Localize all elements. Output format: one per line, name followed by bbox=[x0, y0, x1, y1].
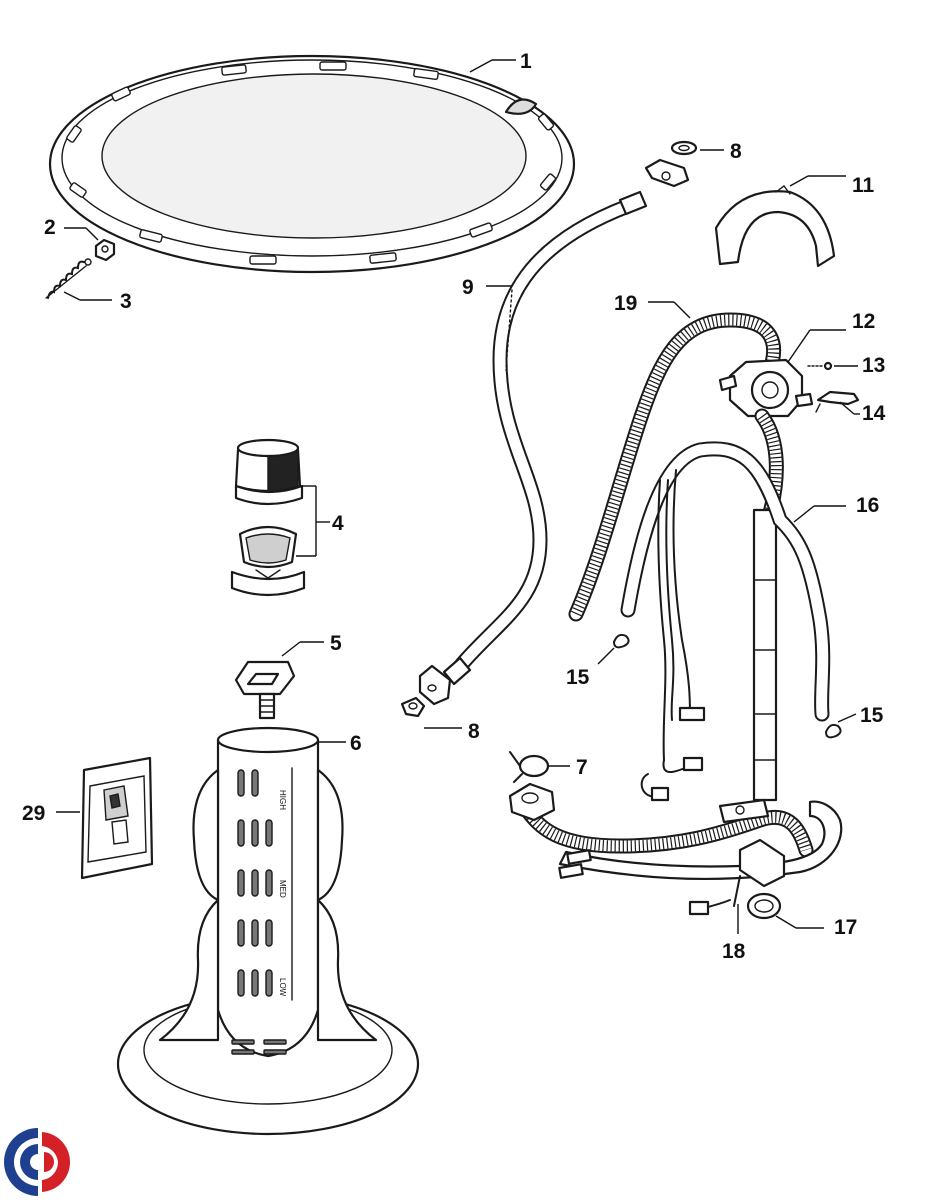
wire-harness-assembly bbox=[508, 408, 843, 920]
washer-lower bbox=[400, 696, 426, 718]
label-part-1: 1 bbox=[520, 50, 532, 73]
label-part-3: 3 bbox=[120, 290, 132, 313]
brand-logo bbox=[4, 1128, 71, 1196]
inlet-hose bbox=[418, 158, 690, 706]
agitator-marking-med: MED bbox=[278, 880, 287, 898]
label-part-12: 12 bbox=[852, 310, 875, 333]
label-part-29: 29 bbox=[22, 802, 45, 825]
label-part-15-left: 15 bbox=[566, 666, 590, 689]
label-part-2: 2 bbox=[44, 216, 56, 239]
label-part-4: 4 bbox=[332, 512, 344, 535]
agitator-marking-high: HIGH bbox=[278, 790, 287, 810]
label-part-9: 9 bbox=[462, 276, 474, 299]
label-part-15-right: 15 bbox=[860, 704, 884, 727]
clamp bbox=[509, 751, 550, 783]
label-part-7: 7 bbox=[576, 756, 588, 779]
label-part-8-lower: 8 bbox=[468, 720, 480, 743]
label-part-19: 19 bbox=[614, 292, 637, 315]
pump bbox=[718, 358, 814, 418]
agitator-cap-assembly bbox=[230, 438, 306, 597]
drain-hose bbox=[568, 312, 782, 622]
pump-clip bbox=[815, 390, 860, 413]
hose-clip bbox=[714, 185, 836, 268]
label-part-17: 17 bbox=[834, 916, 857, 939]
hose-clamp-left bbox=[612, 633, 630, 649]
label-part-18: 18 bbox=[722, 940, 746, 963]
label-part-8-upper: 8 bbox=[730, 140, 742, 163]
label-part-11: 11 bbox=[852, 174, 875, 197]
washer-upper bbox=[670, 140, 698, 156]
label-part-16: 16 bbox=[856, 494, 879, 517]
agitator: HIGH MED LOW bbox=[116, 726, 420, 1136]
agitator-marking-low: LOW bbox=[278, 978, 287, 997]
label-part-5: 5 bbox=[330, 632, 342, 655]
label-part-6: 6 bbox=[350, 732, 362, 755]
pump-screw bbox=[807, 361, 833, 371]
tub-ring bbox=[48, 54, 576, 274]
label-part-13: 13 bbox=[862, 354, 885, 377]
hose-clamp-right bbox=[824, 723, 842, 739]
instruction-packet bbox=[80, 756, 154, 880]
label-part-14: 14 bbox=[862, 402, 886, 425]
spring-nut bbox=[94, 238, 116, 262]
agitator-bolt bbox=[234, 660, 296, 720]
spring bbox=[45, 258, 92, 299]
